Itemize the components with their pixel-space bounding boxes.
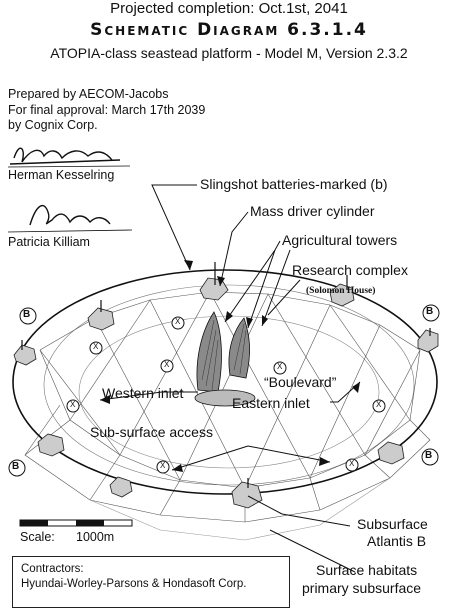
label-boulevard: “Boulevard” bbox=[264, 374, 337, 390]
label-research-complex: Research complex bbox=[292, 262, 408, 278]
access-marker-6: X bbox=[376, 400, 382, 409]
label-western-inlet: Western inlet bbox=[102, 385, 184, 401]
battery-towers bbox=[21, 262, 431, 488]
signature-2 bbox=[7, 204, 133, 233]
access-marker-4: X bbox=[277, 362, 283, 371]
scale-label: Scale: bbox=[20, 530, 55, 544]
access-marker-7: X bbox=[160, 461, 166, 470]
access-marker-8: X bbox=[349, 459, 355, 468]
access-marker-5: X bbox=[70, 400, 76, 409]
label-agricultural-towers: Agricultural towers bbox=[282, 232, 398, 248]
approval-date: For final approval: March 17th 2039 bbox=[8, 103, 206, 117]
scale-value: 1000m bbox=[76, 530, 115, 544]
prepared-by: Prepared by AECOM-Jacobs bbox=[8, 87, 169, 101]
access-marker-3: X bbox=[164, 360, 170, 369]
battery-marker-4: B bbox=[425, 450, 433, 461]
habitat-modules bbox=[13, 277, 439, 509]
battery-marker-3: B bbox=[12, 461, 20, 472]
contractors-names: Hyundai-Worley-Parsons & Hondasoft Corp. bbox=[21, 578, 247, 590]
contractors-heading: Contractors: bbox=[21, 563, 84, 575]
signatory-1-name: Herman Kesselring bbox=[8, 168, 115, 182]
access-marker-1: X bbox=[175, 317, 181, 326]
scale-bar bbox=[19, 519, 133, 527]
label-mass-driver: Mass driver cylinder bbox=[250, 203, 375, 219]
label-subsurface: Subsurface bbox=[357, 516, 428, 532]
label-primary-subsurface: primary subsurface bbox=[302, 580, 422, 596]
label-atlantis-b: Atlantis B bbox=[367, 533, 427, 549]
label-slingshot-batteries: Slingshot batteries-marked (b) bbox=[200, 176, 388, 192]
arrow-heads bbox=[100, 260, 360, 472]
label-eastern-inlet: Eastern inlet bbox=[232, 395, 310, 411]
battery-markers bbox=[8, 304, 440, 477]
access-markers bbox=[66, 316, 386, 474]
platform-lattice bbox=[24, 284, 431, 541]
diagram-title: Schematic Diagram 6.3.1.4 bbox=[90, 20, 368, 40]
battery-marker-1: B bbox=[23, 309, 31, 320]
battery-marker-2: B bbox=[426, 306, 434, 317]
completion-date: Projected completion: Oct.1st, 2041 bbox=[110, 0, 348, 17]
agricultural-towers bbox=[194, 311, 256, 407]
label-solomon-house: (Solomon House) bbox=[306, 286, 376, 296]
label-sub-surface-access: Sub-surface access bbox=[90, 424, 213, 440]
diagram-subtitle: ATOPIA-class seastead platform - Model M… bbox=[50, 45, 408, 61]
signatory-2-name: Patricia Killiam bbox=[8, 235, 90, 249]
signature-1 bbox=[7, 147, 131, 168]
contractors-box: Contractors: Hyundai-Worley-Parsons & Ho… bbox=[12, 556, 290, 608]
outer-ring bbox=[12, 269, 438, 495]
label-surface-habitats: Surface habitats bbox=[316, 562, 418, 578]
access-marker-2: X bbox=[93, 342, 99, 351]
approval-by: by Cognix Corp. bbox=[8, 118, 98, 132]
leader-lines bbox=[99, 184, 361, 573]
